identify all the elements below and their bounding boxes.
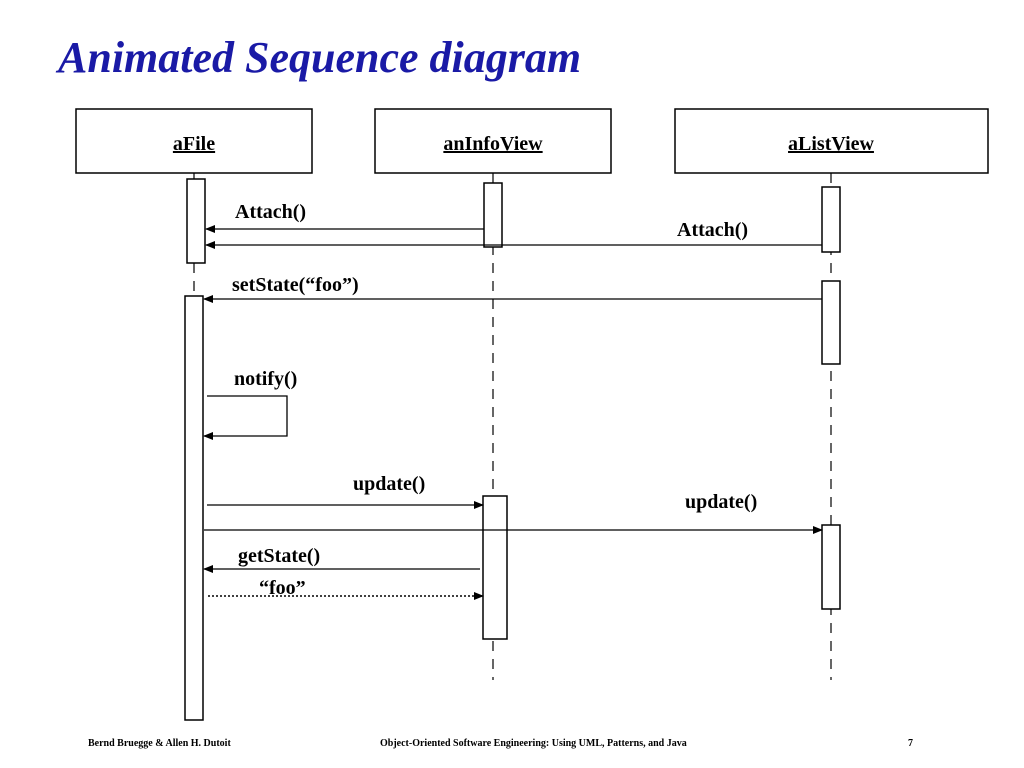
message-foo-return-label: “foo” xyxy=(259,577,306,599)
footer-authors: Bernd Bruegge & Allen H. Dutoit xyxy=(88,738,231,749)
message-update-1-label: update() xyxy=(353,473,425,495)
object-afile-label: aFile xyxy=(173,133,215,155)
footer-page-number: 7 xyxy=(908,738,913,749)
message-update-2-label: update() xyxy=(685,491,757,513)
footer-book-title: Object-Oriented Software Engineering: Us… xyxy=(380,738,687,749)
activation-alistview-2 xyxy=(821,280,841,365)
activation-alistview-3 xyxy=(821,524,841,610)
message-getstate-label: getState() xyxy=(238,545,320,567)
message-notify-label: notify() xyxy=(234,368,297,390)
activation-aninfoview-2 xyxy=(482,495,508,640)
message-attach-1-label: Attach() xyxy=(235,201,306,223)
message-notify-arrow xyxy=(203,395,288,440)
object-afile: aFile xyxy=(75,108,313,174)
message-attach-2-label: Attach() xyxy=(677,219,748,241)
message-setstate-label: setState(“foo”) xyxy=(232,274,359,296)
activation-afile-1 xyxy=(186,178,206,264)
activation-afile-2 xyxy=(184,295,204,721)
object-alistview-label: aListView xyxy=(788,133,874,155)
object-aninfoview-label: anInfoView xyxy=(443,133,543,155)
object-aninfoview: anInfoView xyxy=(374,108,612,174)
activation-alistview-1 xyxy=(821,186,841,253)
slide-title: Animated Sequence diagram xyxy=(58,33,582,82)
activation-aninfoview-1 xyxy=(483,182,503,248)
object-alistview: aListView xyxy=(674,108,989,174)
